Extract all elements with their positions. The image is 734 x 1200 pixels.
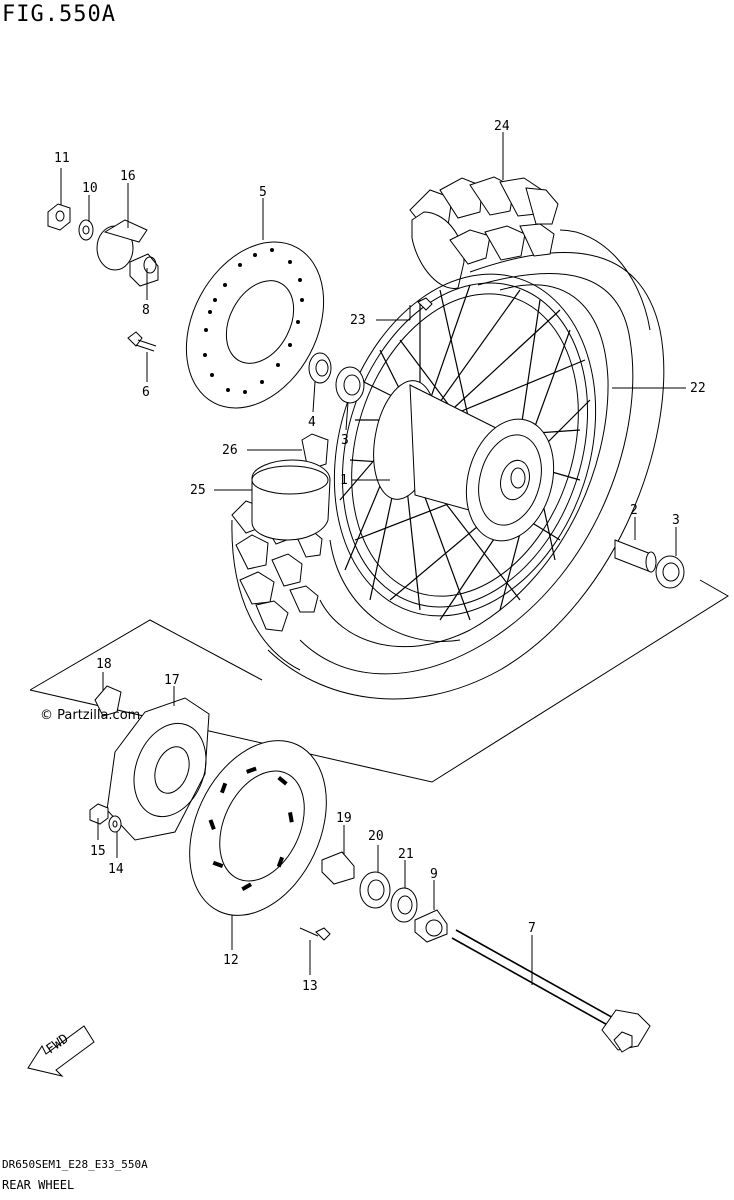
callout-3-upper: 3 xyxy=(341,433,349,448)
nut-15 xyxy=(89,803,109,825)
brake-disc xyxy=(185,241,325,409)
callout-22: 22 xyxy=(690,381,706,396)
sensor-rotor-16 xyxy=(96,219,148,271)
callout-17: 17 xyxy=(164,673,180,688)
callout-13: 13 xyxy=(302,979,318,994)
bearing-20 xyxy=(359,871,391,909)
callout-6: 6 xyxy=(142,385,150,400)
spacer-2 xyxy=(614,539,657,573)
callout-2: 2 xyxy=(630,503,638,518)
rim xyxy=(333,273,597,617)
callout-21: 21 xyxy=(398,847,414,862)
oil-seal-21 xyxy=(390,887,418,923)
figure-title: FIG.550A xyxy=(2,2,116,27)
rear-sprocket-12 xyxy=(189,740,327,916)
callout-9: 9 xyxy=(430,867,438,882)
spacer-19 xyxy=(321,851,355,885)
watermark: © Partzilla.com xyxy=(40,708,141,723)
axle-7 xyxy=(451,929,651,1053)
fwd-arrow-icon: FWD xyxy=(27,1025,95,1077)
bearing-3-upper xyxy=(335,366,365,404)
callout-7: 7 xyxy=(528,921,536,936)
callout-20: 20 xyxy=(368,829,384,844)
assembly-box-top-left xyxy=(29,619,263,691)
spacer-8 xyxy=(129,253,159,287)
leader-lines xyxy=(60,132,686,985)
callout-15: 15 xyxy=(90,844,106,859)
tire xyxy=(231,176,665,700)
callout-16: 16 xyxy=(120,169,136,184)
hub xyxy=(373,380,555,542)
callout-11: 11 xyxy=(54,151,70,166)
callout-10: 10 xyxy=(82,181,98,196)
valve-23 xyxy=(417,297,433,311)
callout-19: 19 xyxy=(336,811,352,826)
callout-1: 1 xyxy=(340,473,348,488)
bearing-3-lower xyxy=(655,555,685,589)
callout-18: 18 xyxy=(96,657,112,672)
callout-12: 12 xyxy=(223,953,239,968)
bolt-13 xyxy=(299,927,331,941)
callout-26: 26 xyxy=(222,443,238,458)
callout-25: 25 xyxy=(190,483,206,498)
washer-10 xyxy=(78,219,94,241)
damper-18 xyxy=(94,685,122,717)
nut-11 xyxy=(47,203,71,231)
callout-24: 24 xyxy=(494,119,510,134)
bolt-6 xyxy=(127,331,157,352)
spacer-9 xyxy=(414,909,448,943)
callout-23: 23 xyxy=(350,313,366,328)
footer-name: REAR WHEEL xyxy=(2,1178,75,1192)
callout-8: 8 xyxy=(142,303,150,318)
washer-14 xyxy=(108,815,122,833)
callout-4: 4 xyxy=(308,415,316,430)
callout-14: 14 xyxy=(108,862,124,877)
assembly-box-bottom xyxy=(29,579,729,783)
callout-5: 5 xyxy=(259,185,267,200)
callout-3-lower: 3 xyxy=(672,513,680,528)
oil-seal-4 xyxy=(308,352,332,384)
footer-code: DR650SEM1_E28_E33_550A xyxy=(2,1158,148,1171)
rim-band-25 xyxy=(251,459,331,541)
